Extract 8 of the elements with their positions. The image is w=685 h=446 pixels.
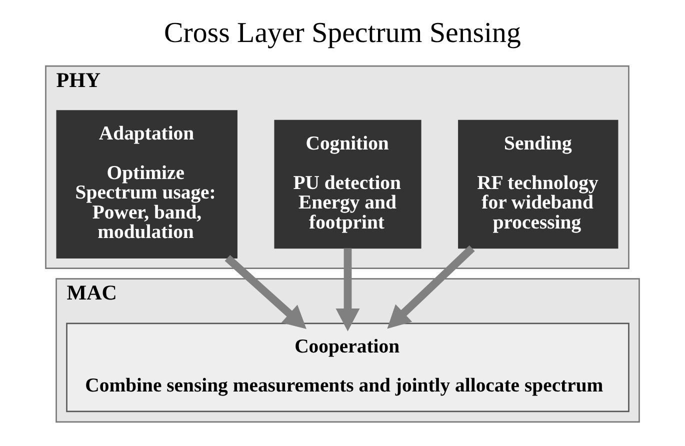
arrow <box>336 248 360 332</box>
diagram-title: Cross Layer Spectrum Sensing <box>164 16 521 49</box>
arrow <box>387 245 475 329</box>
node-box: Sending RF technology for wideband processing <box>458 120 618 249</box>
node-box: Cooperation Combine sensing measurements and jointly allocate spectrum <box>66 322 630 412</box>
arrow <box>224 255 306 330</box>
node-box: Adaptation Optimize Spectrum usage: Power, band, modulation <box>56 110 238 258</box>
node-box: Cognition PU detection Energy and footprint <box>274 120 422 249</box>
